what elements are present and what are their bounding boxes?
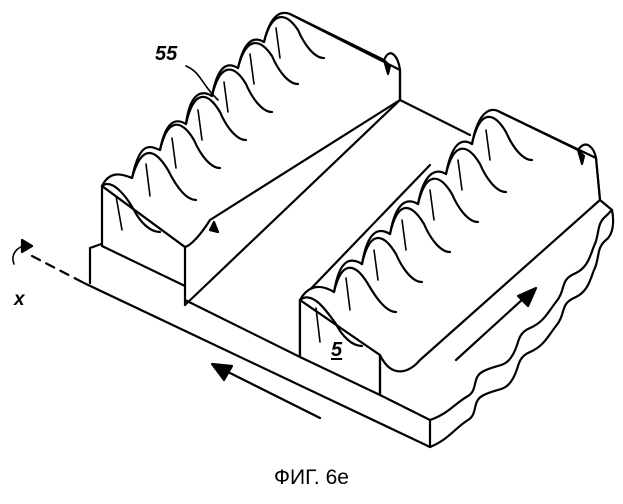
axis-x-indicator [13, 240, 84, 283]
reference-label-55: 55 [155, 44, 177, 64]
figure-caption: ФИГ. 6е [0, 467, 623, 488]
axis-label-x: x [14, 290, 25, 309]
reference-label-5: 5 [331, 340, 342, 360]
arrow-left-direction [212, 364, 320, 418]
